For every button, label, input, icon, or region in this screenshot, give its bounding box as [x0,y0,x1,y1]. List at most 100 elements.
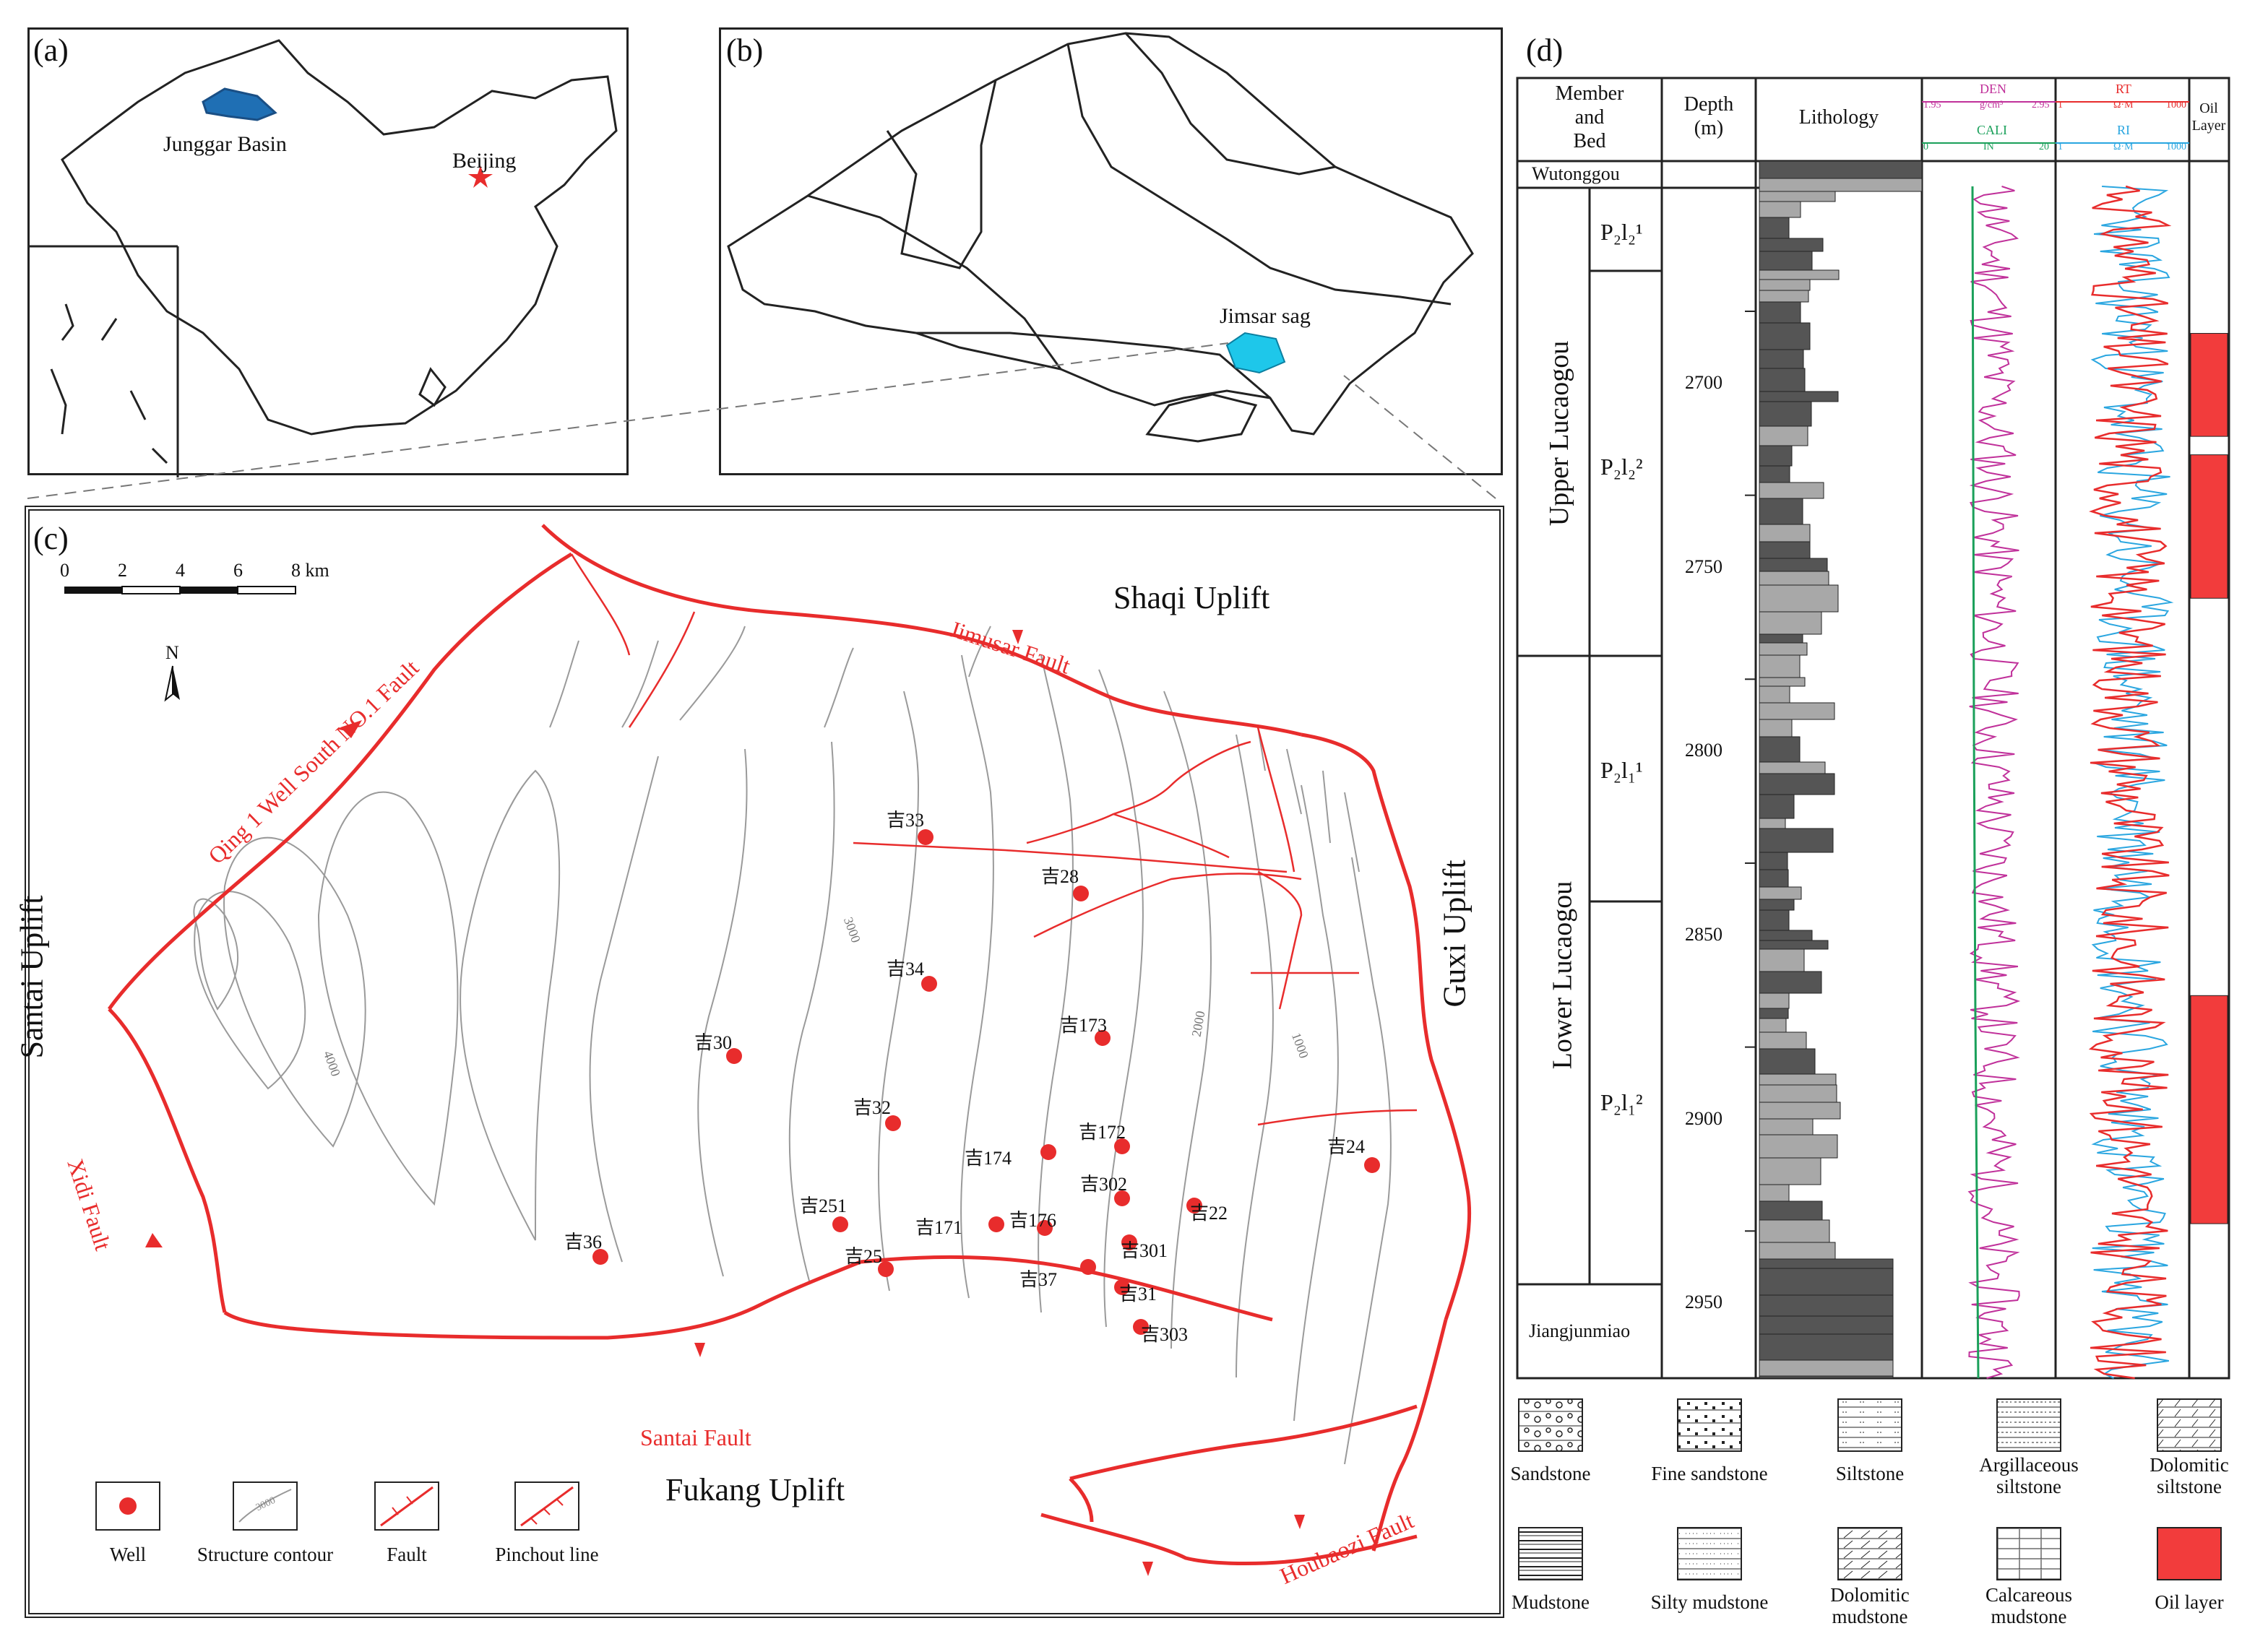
well-dot [592,1249,608,1265]
well-dot [878,1261,894,1277]
lithology-bar [1759,541,1811,559]
well-label: 吉251 [800,1195,848,1216]
cali-label: CALI [1977,123,2007,137]
depth-header: Depth (m) [1683,93,1734,139]
well-dot [1073,886,1089,901]
well-dot [1095,1030,1111,1046]
rt-unit: Ω·M [2113,100,2134,111]
lithology-bar [1759,702,1835,720]
oil-layer-block [2190,454,2228,599]
well-label: 吉37 [1019,1269,1058,1290]
lithology-bar [1759,238,1824,252]
lithology-bar [1759,1315,1894,1335]
lithology-bar [1759,611,1822,635]
lithology-bar [1759,465,1790,483]
junggar-outline-svg [727,32,1474,443]
cali-unit: IN [1983,142,1994,152]
lithology-bar [1759,886,1802,900]
well-label: 吉28 [1041,866,1079,887]
junggar-basin-shape [202,87,277,121]
well-label: 吉303 [1141,1324,1189,1345]
china-outline-svg [30,39,618,477]
lithology-swatches-svg [1518,1398,2222,1580]
upper-lucaogou-label: Upper Lucaogou [1544,340,1575,527]
scale-tick-0: 0 [60,560,69,581]
well-dot [1114,1190,1130,1206]
oil-header: Oil Layer [2191,100,2226,134]
lith-legend-mudstone: Mudstone [1512,1591,1590,1613]
beijing-label: Beijing [452,149,517,173]
lithology-bar [1759,677,1806,687]
santai-fault-label: Santai Fault [640,1424,751,1450]
well-label: 吉174 [965,1148,1012,1169]
panel-c-label: (c) [33,521,69,556]
lithology-bar [1759,1048,1816,1075]
well-dot [1364,1157,1380,1173]
lithology-bar [1759,1073,1837,1086]
lithology-bar [1759,191,1836,202]
bed-p2l2-2: P₂l₂² [1600,454,1643,480]
legend-well-dot [119,1497,137,1515]
rt-hi: 1000 [2166,100,2186,111]
well-dot [885,1115,901,1131]
jimsar-sag-label: Jimsar sag [1220,304,1311,328]
well-label: 吉24 [1327,1136,1366,1157]
lithology-bar [1759,971,1822,994]
well-label: 吉31 [1119,1284,1157,1305]
lithology-bar [1759,251,1813,271]
lithology-bar [1759,1118,1814,1135]
lithology-bar [1759,269,1840,280]
well-label: 吉171 [915,1217,963,1238]
lithology-bar [1759,899,1795,911]
shaqi-uplift-label: Shaqi Uplift [1113,580,1270,615]
lithology-bar [1759,773,1835,795]
depth-label: 2950 [1685,1292,1722,1313]
fukang-uplift-label: Fukang Uplift [665,1472,845,1507]
lithology-bar [1759,1242,1836,1260]
well-dots [592,829,1380,1335]
well-label: 吉33 [887,810,925,831]
well-dot [918,829,933,845]
lithology-bar [1759,633,1803,644]
ri-curve [2090,186,2174,1379]
rt-curve [2088,185,2172,1380]
lithology-bar [1759,1102,1841,1120]
lith-legend-calcareous-mudstone: Calcareous mudstone [1985,1584,2072,1627]
basin-label: Junggar Basin [163,132,287,156]
depth-label: 2800 [1685,740,1722,761]
lithology-bar [1759,217,1790,239]
well-dot [921,976,937,992]
lithology-bar [1759,1268,1894,1296]
lithology-bar [1759,685,1790,704]
ri-label: RI [2117,123,2130,137]
well-dot [1133,1319,1149,1335]
lithology-bar [1759,992,1790,1009]
lithology-bar [1759,1084,1837,1103]
lithology-bar [1759,948,1805,972]
lithology-bar [1759,160,1923,179]
north-label: N [165,642,179,663]
lithology-bar [1759,368,1806,392]
lithology-legend: Sandstone Fine sandstone Siltstone Argil… [1510,1398,2261,1636]
panel-b-junggar-map: Jimsar sag [719,27,1503,475]
well-label: 吉34 [887,959,925,979]
lithology-bar [1759,736,1801,763]
depth-label: 2750 [1685,555,1722,577]
structure-map-svg [64,524,1472,1576]
cali-curve [1971,186,1980,1379]
rt-label: RT [2116,82,2131,96]
well-dot [1037,1220,1053,1236]
lithology-bar [1759,1359,1894,1377]
lithology-bar [1759,869,1789,888]
lithology-bar [1759,930,1813,941]
bed-p2l1-1: P₂l₁¹ [1600,757,1643,783]
lithology-bar [1759,1375,1894,1379]
den-lo: 1.95 [1923,100,1941,111]
lithology-bar [1759,909,1790,931]
well-label: 吉30 [694,1032,733,1053]
ri-unit: Ω·M [2113,142,2134,152]
well-dot [1080,1259,1096,1275]
well-dot [1040,1144,1056,1160]
lith-legend-dolomitic-mudstone: Dolomitic mudstone [1830,1584,1910,1627]
lithology-bar [1759,349,1804,369]
